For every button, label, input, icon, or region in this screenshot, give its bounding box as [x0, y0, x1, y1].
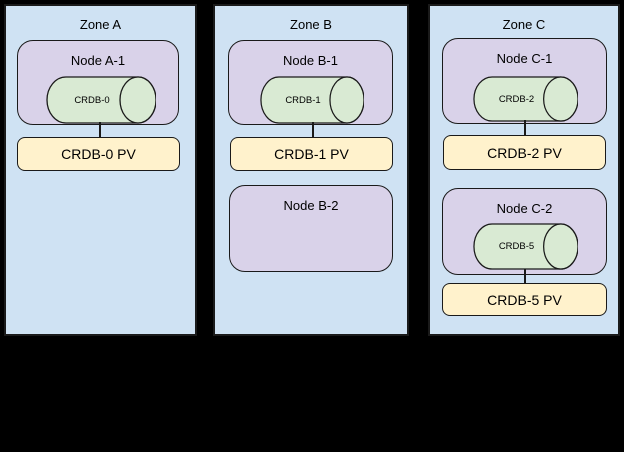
crdb-5-pv-label: CRDB-5 PV	[487, 291, 562, 308]
zone-c: Zone C Node C-1 CRDB-2 CRDB-2 PV Node C-…	[428, 4, 620, 336]
connector-node-c-1-to-pv	[524, 120, 526, 136]
node-b-1-label: Node B-1	[283, 53, 338, 68]
crdb-5-label: CRDB-5	[498, 241, 535, 252]
crdb-2-cylinder: CRDB-2	[473, 76, 578, 122]
cylinder-icon	[473, 76, 578, 122]
connector-node-c-2-to-pv	[524, 269, 526, 284]
zone-c-label: Zone C	[502, 17, 546, 32]
crdb-0-pv-box: CRDB-0 PV	[17, 137, 180, 171]
cylinder-icon	[473, 223, 578, 270]
crdb-5-cylinder: CRDB-5	[473, 223, 578, 270]
node-c-1: Node C-1 CRDB-2	[442, 38, 607, 124]
crdb-2-pv-box: CRDB-2 PV	[443, 135, 606, 170]
crdb-1-cylinder: CRDB-1	[260, 76, 364, 124]
node-a-1: Node A-1 CRDB-0	[17, 40, 179, 125]
crdb-0-cylinder: CRDB-0	[46, 76, 156, 124]
node-b-2: Node B-2	[229, 185, 393, 272]
crdb-1-pv-label: CRDB-1 PV	[274, 146, 349, 162]
zone-b-label: Zone B	[290, 17, 332, 32]
crdb-0-label: CRDB-0	[74, 94, 110, 106]
cylinder-icon	[260, 76, 364, 124]
connector-node-b-1-to-pv	[312, 122, 314, 138]
cylinder-icon	[46, 76, 156, 124]
crdb-1-label: CRDB-1	[285, 94, 321, 106]
crdb-2-label: CRDB-2	[498, 93, 535, 105]
zone-a: Zone A Node A-1 CRDB-0 CRDB-0 PV	[4, 4, 197, 336]
crdb-5-pv-box: CRDB-5 PV	[442, 283, 607, 316]
crdb-2-pv-label: CRDB-2 PV	[487, 144, 562, 161]
node-b-2-label: Node B-2	[283, 198, 339, 213]
node-c-2-label: Node C-2	[496, 201, 553, 216]
node-c-2: Node C-2 CRDB-5	[442, 188, 607, 275]
crdb-0-pv-label: CRDB-0 PV	[61, 146, 136, 162]
node-a-1-label: Node A-1	[70, 53, 126, 68]
crdb-1-pv-box: CRDB-1 PV	[230, 137, 393, 171]
node-c-1-label: Node C-1	[496, 51, 553, 66]
node-b-1: Node B-1 CRDB-1	[228, 40, 393, 125]
connector-node-a-1-to-pv	[99, 122, 101, 138]
zone-b: Zone B Node B-1 CRDB-1 CRDB-1 PV Node B-…	[213, 4, 409, 336]
zone-a-label: Zone A	[79, 17, 122, 32]
